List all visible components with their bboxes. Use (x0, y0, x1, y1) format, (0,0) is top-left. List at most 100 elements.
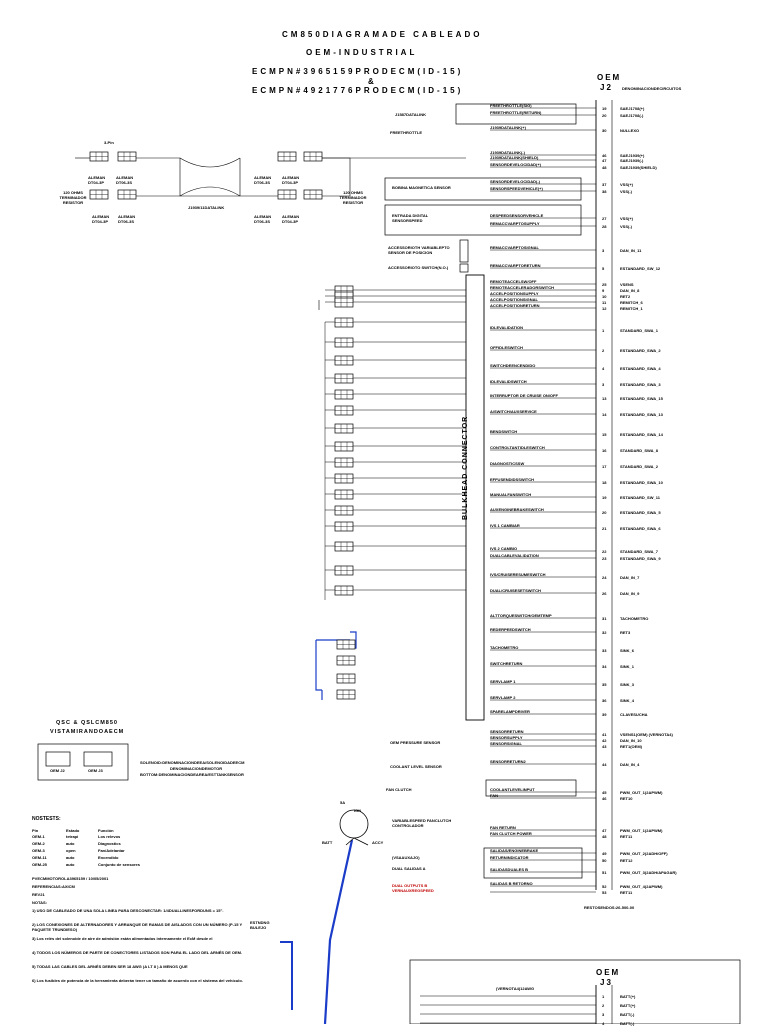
pin-number: 5 (602, 266, 605, 271)
notes-cell: auto (66, 841, 75, 846)
ignition-switch (339, 809, 369, 839)
pin-number: 20 (602, 113, 607, 118)
j3-pin-name: BATT(+) (620, 1003, 636, 1008)
notes-cell: auto (66, 862, 75, 867)
wire-label: REDERPEEDSWITCH (490, 627, 531, 632)
pin-number: 26 (602, 591, 607, 596)
pin-name: ESTANDARD_SWA_2 (620, 348, 661, 353)
dual-output-box (483, 847, 583, 879)
pin-number: 33 (602, 648, 607, 653)
pin-name: SAEJ1939(-) (620, 158, 644, 163)
terminator-resistor-right: 120 OHMS TERMINADOR RESISTOR (339, 190, 367, 205)
wire-label: DUAL/CRUISESETSWITCH (490, 588, 541, 593)
j3-area-box (409, 959, 741, 1024)
pin-name: RET10 (620, 796, 633, 801)
notes-col-estado: Estado (66, 828, 80, 833)
pin-number: 34 (602, 664, 607, 669)
wire-label: SENSORDEVELOCIDAD(-) (490, 179, 541, 184)
wire-label: MANUALFANSWITCH (490, 492, 532, 497)
title-line-3: ECMPN#3965159PRODECM(ID-15) (252, 67, 464, 76)
pin-number: 3 (602, 382, 605, 387)
bulkhead-connector-box (465, 274, 485, 721)
ignition-wire (345, 837, 355, 846)
ecm-outline (37, 743, 129, 781)
pin-number: 17 (602, 464, 607, 469)
pin-number: 32 (602, 630, 607, 635)
pin-name: ESTANDARD_SWA_5 (620, 510, 661, 515)
pin-name: VSS(+) (620, 182, 634, 187)
wire-label: TACHOMETRO (490, 645, 519, 650)
wire-label: IVS/CRUISERESUMESWITCH (490, 572, 546, 577)
pin-name: DAN_IN_4 (620, 762, 640, 767)
pin-number: 48 (602, 165, 607, 170)
pin-name: SINK_3 (620, 682, 635, 687)
pin-name: ESTANDARD_SWA_6 (620, 526, 661, 531)
pin-number: 23 (602, 556, 607, 561)
wire-label: SWITCHRETURN (490, 661, 523, 666)
qsc-conn-b: OEM J3 (88, 768, 103, 773)
pin-number: 39 (602, 712, 607, 717)
wire-label: ACCELPOSITIONSIGNAL (490, 297, 539, 302)
wire-label: IDLEVALIDATION (490, 325, 523, 330)
pin-name: DAN_IN_10 (620, 738, 642, 743)
pin-number: 22 (602, 549, 607, 554)
pin-name: VSENS (620, 282, 634, 287)
notes-cell: Conjunto de sensores (98, 862, 141, 867)
note-item: 3) Los relés del solenoide de aire de ad… (32, 936, 213, 941)
pin-number: 48 (602, 834, 607, 839)
qsc-note-3: BOTTOM:DENOMINACIONDEAREA/ESTTANKSENSOR (140, 772, 244, 777)
pin-name: PWM_OUT_1(2APWM) (620, 828, 663, 833)
pin-number: 10 (602, 294, 607, 299)
pin-number: 47 (602, 158, 607, 163)
pin-number: 36 (602, 698, 607, 703)
ecm-connector-j3 (83, 751, 113, 767)
title-line-2: OEM-INDUSTRIAL (306, 48, 418, 57)
wire-label: FREETHROTTLE(SIG) (490, 103, 532, 108)
pin-name: STANDARD_SWA_1 (620, 328, 658, 333)
pin-name: RET1(OEM) (620, 744, 642, 749)
wire-label: SENSORSIGNAL (490, 741, 523, 746)
pin-name: DAN_IN_9 (620, 591, 640, 596)
wire-label: IVS 2 CAMBIO (490, 546, 518, 551)
pin-number: 12 (602, 306, 607, 311)
relay-feed-blue (280, 941, 293, 1010)
pin-name: SAEJ1939(SHIELD) (620, 165, 657, 170)
accel-remote-conn (459, 263, 469, 273)
pin-number: 13 (602, 396, 607, 401)
wire-label: SENSORSUPPLY (490, 735, 523, 740)
label-5a: 5A (340, 800, 346, 805)
pin-name: SAEJ1708(-) (620, 113, 644, 118)
pin-number: 38 (602, 189, 607, 194)
rp-note: RESTOSENDOS:26-500-00 (584, 905, 635, 910)
pin-name: PWM_OUT_1(2APWM) (620, 790, 663, 795)
pin-number: 49 (602, 851, 607, 856)
pin-number: 28 (602, 224, 607, 229)
wire-label: DUALCABLEVALIDATION (490, 553, 539, 558)
j1587-label: J1587DATALINK (395, 112, 426, 117)
pin-number: 3 (602, 248, 605, 253)
entrada-label: ENTRADA DIGITAL SENSORSPEED (392, 213, 429, 223)
notes-cell: tetrapi (66, 834, 79, 839)
title-amp: & (368, 77, 377, 86)
wire-label: REMACCVARPTOSIGNAL (490, 245, 539, 250)
accel-var-label: ACCESSORIOTH VARIABLEPTO SENSOR DE POSIC… (388, 245, 450, 255)
note-item: 5) TODAS LAS CABLES DEL ARNÉS DEBEN SER … (32, 964, 188, 969)
pin-number: 44 (602, 762, 607, 767)
pin-name: DAN_IN_7 (620, 575, 640, 580)
pin-number: 47 (602, 828, 607, 833)
notes-cell: OEM-11 (32, 855, 47, 860)
pin-number: 18 (602, 480, 607, 485)
pin-name: VSS(+) (620, 216, 634, 221)
wire-label: SENSORRETURN2 (490, 759, 526, 764)
pin-name: SAEJ1939(+) (620, 153, 645, 158)
bulkhead-connector-label: BULKHEAD CONNECTOR (462, 415, 469, 520)
note-item: 1) USO DE CABLEADO DE UNA SOLA LINEA PAR… (32, 908, 224, 913)
dual-outputs-a-label: DUAL SALIDAS A (392, 866, 426, 871)
accel-var-conn (459, 239, 469, 263)
pin-number: 35 (602, 682, 607, 687)
qsc-title: QSC & QSLCM850 (56, 720, 118, 726)
pin-name: STANDARD_SWA_2 (620, 464, 658, 469)
fan-clutch-box (485, 779, 577, 797)
wire-label: FAN RETURN (490, 825, 516, 830)
